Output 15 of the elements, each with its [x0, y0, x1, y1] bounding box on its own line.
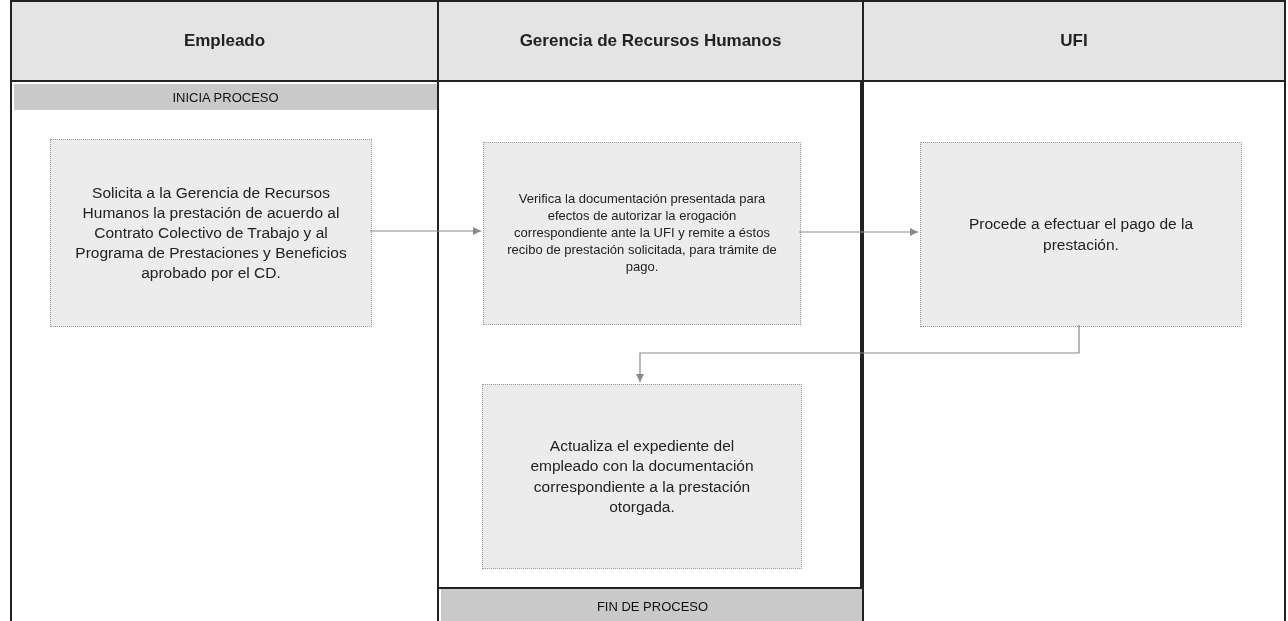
- process-box: Procede a efectuar el pago de la prestación.: [920, 142, 1242, 327]
- lane-header: Gerencia de Recursos Humanos: [439, 2, 862, 82]
- arrow: [636, 324, 1080, 383]
- process-marker-band: FIN DE PROCESO: [441, 589, 864, 621]
- swimlane: [437, 0, 862, 621]
- swimlane: [862, 0, 1286, 621]
- lane-header: UFI: [864, 2, 1284, 82]
- swimlane: [10, 0, 437, 621]
- process-box: Actualiza el expediente del empleado con la documentación correspondiente a la prestación otorgada.: [482, 384, 802, 569]
- process-marker-band: INICIA PROCESO: [14, 84, 437, 110]
- lane-header: Empleado: [12, 2, 437, 82]
- arrow: [369, 227, 482, 235]
- process-box: Solicita a la Gerencia de Recursos Humanos la prestación de acuerdo al Contrato Colectivo de Trabajo y al Programa de Prestaciones y Beneficios aprobado por el CD.: [50, 139, 372, 327]
- arrow: [798, 228, 919, 236]
- process-box: Verifica la documentación presentada para efectos de autorizar la erogación correspondiente ante la UFI y remite a éstos recibo de prestación solicitada, para trámite de pago.: [483, 142, 801, 325]
